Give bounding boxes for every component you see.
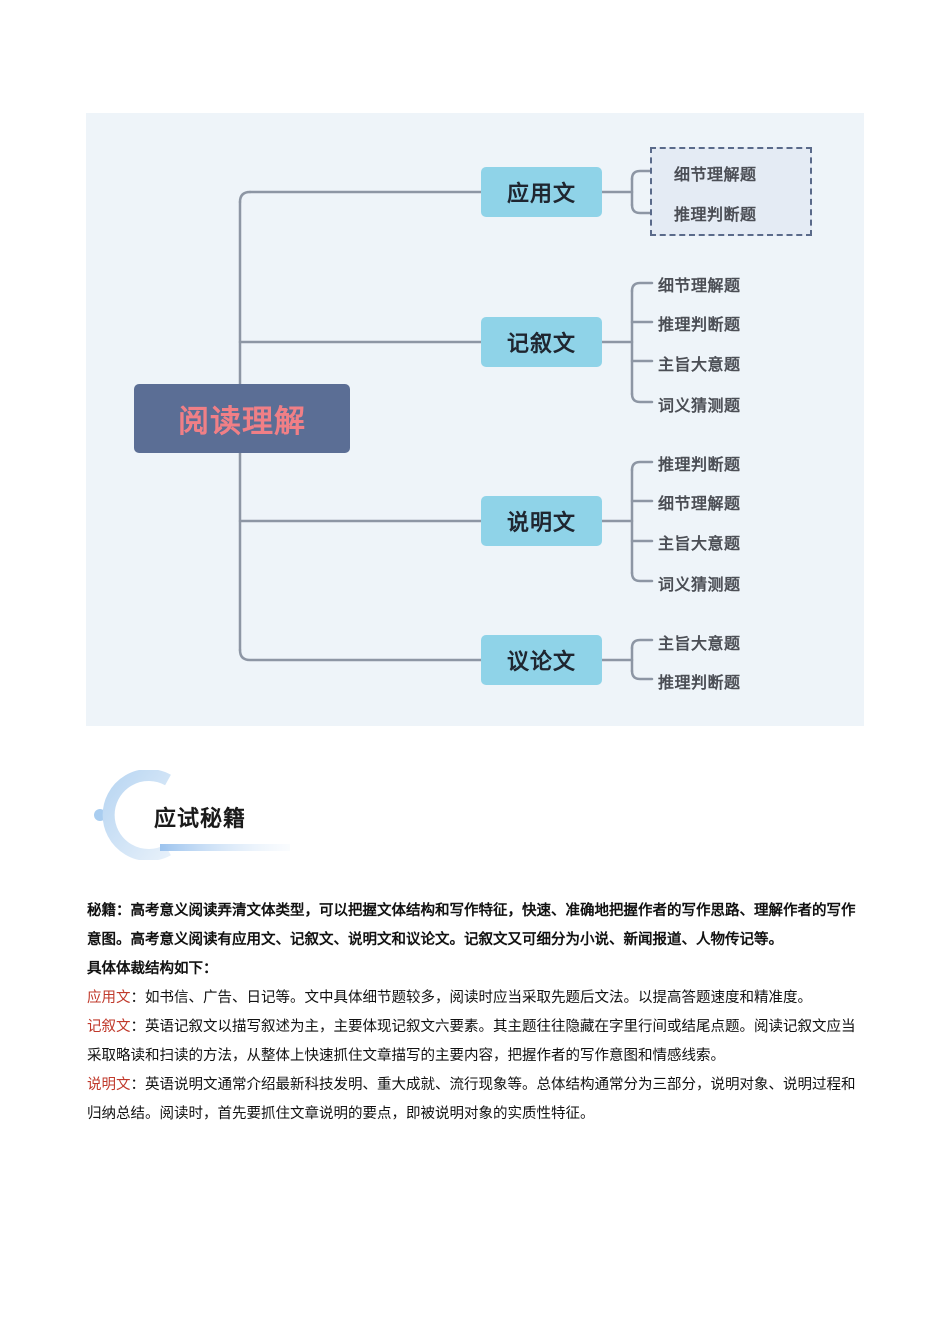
- leaf-node: 词义猜测题: [658, 396, 741, 415]
- body-text: 秘籍：高考意义阅读弄清文体类型，可以把握文体结构和写作特征，快速、准确地把握作者…: [87, 897, 867, 1129]
- genre-description: ：英语记叙文以描写叙述为主，主要体现记叙文六要素。其主题往往隐藏在字里行间或结尾…: [87, 1019, 856, 1064]
- genre-description: ：英语说明文通常介绍最新科技发明、重大成就、流行现象等。总体结构通常分为三部分，…: [87, 1077, 856, 1122]
- section-heading-decoration: [94, 769, 290, 861]
- connector-lines: [238, 169, 660, 681]
- branch-node-argumentative: 议论文: [481, 635, 602, 685]
- leaf-node: 主旨大意题: [658, 534, 741, 553]
- leaf-node: 主旨大意题: [658, 355, 741, 374]
- section-heading: 应试秘籍: [90, 769, 300, 861]
- leaf-node: 主旨大意题: [658, 634, 741, 653]
- root-node: 阅读理解: [134, 384, 350, 453]
- leaf-node: 细节理解题: [658, 494, 741, 513]
- leaf-node: 细节理解题: [658, 276, 741, 295]
- genre-term: 说明文: [87, 1077, 131, 1093]
- leaf-node: 推理判断题: [674, 205, 757, 224]
- intro-paragraph: 秘籍：高考意义阅读弄清文体类型，可以把握文体结构和写作特征，快速、准确地把握作者…: [87, 903, 856, 948]
- leaf-node: 推理判断题: [658, 673, 741, 692]
- genre-paragraph: 记叙文：英语记叙文以描写叙述为主，主要体现记叙文六要素。其主题往往隐藏在字里行间…: [87, 1013, 867, 1071]
- branch-node-applied: 应用文: [481, 167, 602, 217]
- genre-paragraph: 说明文：英语说明文通常介绍最新科技发明、重大成就、流行现象等。总体结构通常分为三…: [87, 1071, 867, 1129]
- leaf-node: 细节理解题: [674, 165, 757, 184]
- leaf-node: 推理判断题: [658, 315, 741, 334]
- leaf-node: 推理判断题: [658, 455, 741, 474]
- mind-map: 阅读理解 应用文 记叙文 说明文 议论文 细节理解题 推理判断题 细节理解题 推…: [86, 113, 864, 726]
- genre-description: ：如书信、广告、日记等。文中具体细节题较多，阅读时应当采取先题后文法。以提高答题…: [130, 990, 813, 1006]
- section-title: 应试秘籍: [154, 807, 247, 832]
- genre-term: 记叙文: [87, 1019, 131, 1035]
- genre-term: 应用文: [87, 990, 131, 1006]
- subheading: 具体体裁结构如下：: [87, 961, 218, 977]
- leaf-node: 词义猜测题: [658, 575, 741, 594]
- branch-node-expository: 说明文: [481, 496, 602, 546]
- highlight-box: [650, 147, 812, 236]
- genre-paragraph: 应用文：如书信、广告、日记等。文中具体细节题较多，阅读时应当采取先题后文法。以提…: [87, 984, 867, 1013]
- branch-node-narrative: 记叙文: [481, 317, 602, 367]
